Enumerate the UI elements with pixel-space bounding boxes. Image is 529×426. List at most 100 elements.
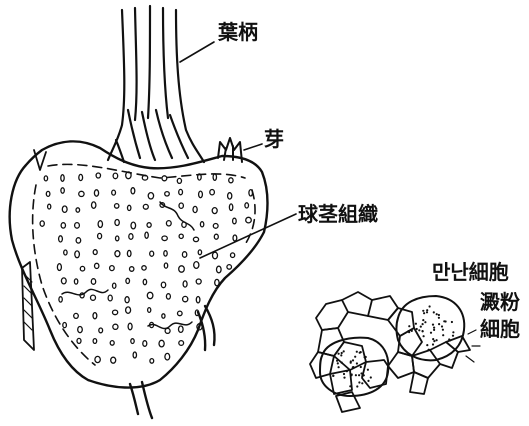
starch-grain-dot bbox=[61, 188, 64, 193]
corm-drawing bbox=[10, 6, 296, 418]
starch-grain-dot bbox=[59, 236, 63, 242]
starch-grain-dot bbox=[161, 282, 165, 288]
starch-grain-dot bbox=[131, 339, 134, 344]
cell-dot bbox=[422, 319, 424, 321]
starch-grain-dot bbox=[193, 237, 198, 241]
cell-dot bbox=[433, 329, 435, 331]
starch-grain-dot bbox=[75, 251, 80, 258]
starch-grain-dot bbox=[108, 295, 112, 301]
starch-grain-dot bbox=[231, 253, 235, 258]
cell-dot bbox=[337, 362, 339, 364]
starch-grain-dot bbox=[127, 250, 131, 256]
cell-dot bbox=[427, 349, 429, 351]
cell-dot bbox=[422, 330, 424, 332]
starch-grain-dot bbox=[227, 265, 232, 270]
starch-grain-dot bbox=[130, 267, 134, 272]
starch-grain-dot bbox=[162, 314, 165, 318]
starch-grain-dot bbox=[142, 266, 146, 270]
starch-grain-dot bbox=[159, 340, 164, 347]
starch-grain-dot bbox=[183, 296, 188, 301]
starch-grain-dot bbox=[113, 310, 118, 315]
starch-grain-dot bbox=[62, 206, 67, 212]
starch-grain-dot bbox=[165, 328, 170, 333]
starch-grain-dot bbox=[166, 221, 171, 226]
starch-grain-dot bbox=[179, 266, 185, 272]
cell-dot bbox=[433, 340, 435, 342]
cell-dot bbox=[350, 360, 352, 362]
cell-dot bbox=[432, 343, 434, 345]
starch-grain-dot bbox=[182, 252, 186, 258]
starch-grain-dot bbox=[61, 278, 66, 284]
starch-grain-dot bbox=[126, 278, 130, 283]
starch-grain-dot bbox=[99, 328, 103, 333]
cell-dot bbox=[433, 311, 435, 313]
starch-grain-dot bbox=[162, 236, 167, 241]
starch-grain-dot bbox=[80, 266, 84, 271]
starch-grain-dot bbox=[213, 252, 218, 259]
starch-grain-dot bbox=[196, 297, 200, 303]
starch-grain-dot bbox=[166, 294, 170, 299]
starch-grain-dot bbox=[249, 190, 253, 196]
cell-dot bbox=[432, 338, 434, 340]
starch-grain-dot bbox=[164, 263, 167, 268]
starch-grain-dot bbox=[162, 176, 167, 181]
starch-grain-dot bbox=[213, 174, 216, 181]
cell-dot bbox=[343, 350, 345, 352]
starch-grain-dot bbox=[133, 352, 136, 358]
starch-grain-dot bbox=[165, 353, 170, 360]
cell-dot bbox=[432, 324, 434, 326]
starch-grain-dot bbox=[48, 204, 51, 209]
cell-type-1-label: 만난細胞 bbox=[432, 262, 509, 282]
cell-dot bbox=[354, 356, 356, 358]
cell-dot bbox=[442, 334, 444, 336]
cell-dot bbox=[420, 326, 422, 328]
starch-grain-dot bbox=[148, 193, 153, 199]
starch-grain-dot bbox=[246, 217, 252, 223]
cell-dot bbox=[361, 382, 363, 384]
cell-dot bbox=[449, 339, 451, 341]
cell-dot bbox=[423, 335, 425, 337]
cell-dot bbox=[423, 312, 425, 314]
cell-dot bbox=[367, 380, 369, 382]
cell-dot bbox=[451, 321, 453, 323]
starch-grain-dot bbox=[213, 224, 218, 229]
cell-dot bbox=[443, 320, 445, 322]
cell-dot bbox=[360, 372, 362, 374]
tuber-tissue-label: 球茎組織 bbox=[298, 204, 378, 224]
cell-dot bbox=[343, 377, 345, 379]
starch-grain-dot bbox=[228, 193, 232, 199]
cell-dot bbox=[355, 374, 357, 376]
starch-grain-dot bbox=[195, 310, 198, 316]
starch-grain-dot bbox=[64, 250, 67, 255]
starch-grain-dot bbox=[143, 204, 148, 209]
starch-grain-dot bbox=[57, 264, 61, 271]
starch-grain-dot bbox=[115, 251, 120, 257]
starch-grain-dot bbox=[63, 323, 67, 328]
starch-grain-dot bbox=[113, 324, 118, 329]
cell-dot bbox=[408, 325, 410, 327]
cell-type-2-label-line1: 澱粉 bbox=[480, 292, 520, 312]
starch-grain-dot bbox=[131, 188, 135, 194]
cell-dot bbox=[429, 305, 431, 307]
cell-dot bbox=[350, 374, 352, 376]
starch-grain-dot bbox=[94, 190, 98, 196]
starch-grain-dot bbox=[80, 293, 84, 298]
starch-grain-dot bbox=[110, 341, 114, 346]
starch-grain-dot bbox=[125, 297, 129, 303]
starch-grain-dot bbox=[233, 218, 237, 224]
cell-dot bbox=[411, 330, 413, 332]
cell-dot bbox=[442, 329, 444, 331]
cell-dot bbox=[430, 332, 432, 334]
starch-grain-dot bbox=[229, 204, 232, 211]
cell-dot bbox=[338, 366, 340, 368]
starch-grain-dot bbox=[179, 341, 184, 346]
starch-grain-dot bbox=[74, 313, 79, 318]
starch-grain-dot bbox=[147, 292, 153, 298]
starch-grain-dot bbox=[229, 178, 233, 183]
starch-grain-dot bbox=[128, 205, 131, 210]
cell-dot bbox=[426, 344, 428, 346]
starch-grain-dot bbox=[110, 266, 115, 271]
cell-dot bbox=[367, 369, 369, 371]
cell-dot bbox=[441, 325, 443, 327]
